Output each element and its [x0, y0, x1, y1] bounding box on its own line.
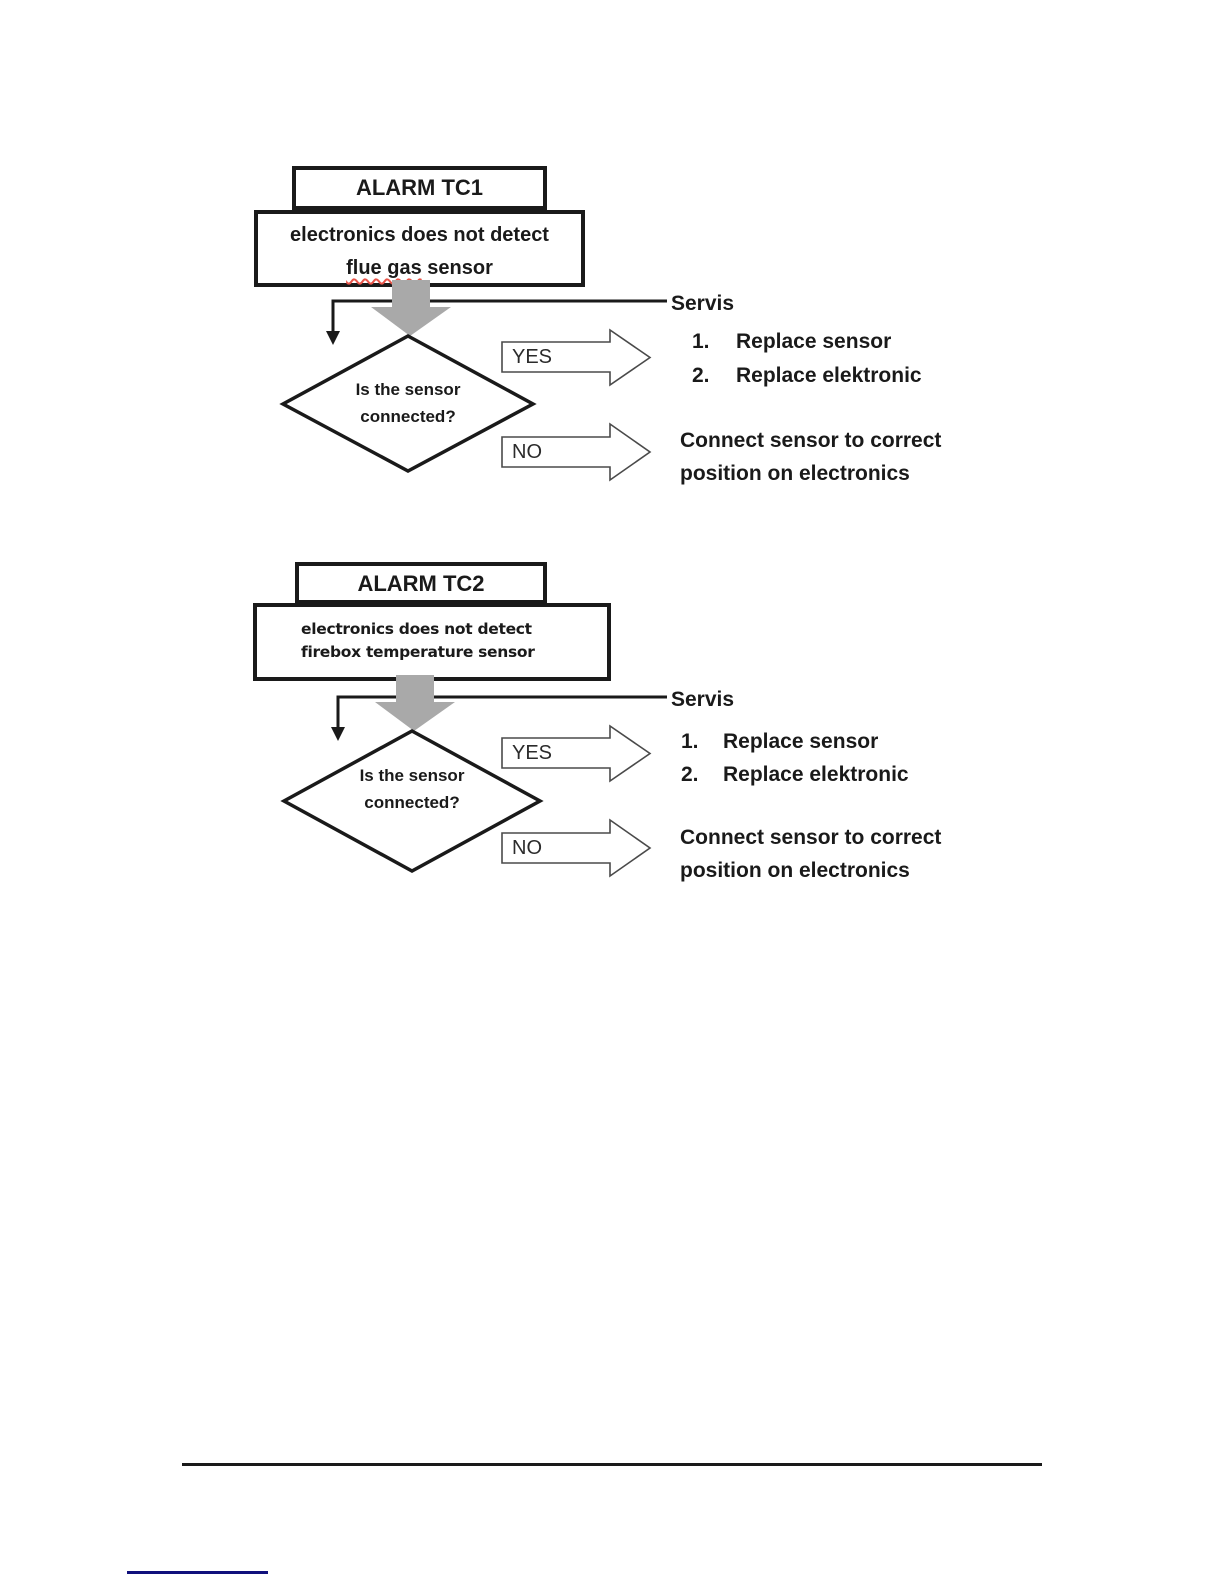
- list-item-text: Replace sensor: [723, 730, 879, 753]
- alarm-tc1-description-line2: flue gas sensor: [258, 252, 581, 285]
- no-action-line1: Connect sensor to correct: [680, 429, 942, 452]
- decision-question-line2: connected?: [364, 793, 460, 812]
- servis-list-tc2: 1. Replace sensor 2. Replace elektronic: [681, 725, 909, 791]
- list-item-text: Replace elektronic: [723, 763, 909, 786]
- decision-question-line2: connected?: [360, 407, 456, 426]
- servis-list-tc1: 1. Replace sensor 2. Replace elektronic: [692, 325, 922, 393]
- no-action-text-tc1: Connect sensor to correct position on el…: [680, 424, 941, 490]
- alarm-tc1-title-box: ALARM TC1: [292, 166, 547, 210]
- list-item-number: 2.: [692, 364, 710, 387]
- servis-heading-tc2: Servis: [671, 688, 735, 711]
- list-item: 2. Replace elektronic: [681, 758, 909, 791]
- yes-label-tc1: YES: [512, 346, 553, 368]
- description-line2-rest: firebox temperature sensor: [301, 643, 535, 661]
- down-arrowhead-tc2: [331, 727, 345, 741]
- list-item: 1. Replace sensor: [692, 325, 922, 359]
- connector-line-tc1: [331, 299, 667, 333]
- spellchecked-text: flue gas: [346, 257, 422, 279]
- alarm-tc2-description-box: electronics does not detect firebox temp…: [253, 603, 611, 681]
- no-action-text-tc2: Connect sensor to correct position on el…: [680, 821, 941, 887]
- list-item-number: 2.: [681, 763, 699, 786]
- alarm-tc1-description-box: electronics does not detect flue gas sen…: [254, 210, 585, 287]
- connector-line-tc2: [336, 695, 667, 729]
- down-arrowhead-tc1: [326, 331, 340, 345]
- list-item: 1. Replace sensor: [681, 725, 909, 758]
- alarm-tc2-title: ALARM TC2: [357, 571, 485, 596]
- alarm-tc1-title: ALARM TC1: [355, 175, 484, 200]
- alarm-tc1-description-line1: electronics does not detect: [290, 224, 549, 246]
- no-label-tc2: NO: [512, 837, 542, 859]
- list-item: 2. Replace elektronic: [692, 359, 922, 393]
- gray-down-arrow-tc1: [371, 280, 451, 336]
- list-item-number: 1.: [692, 330, 710, 353]
- footnote-rule: [127, 1571, 268, 1574]
- gray-down-arrow-tc2: [375, 675, 455, 731]
- list-item-text: Replace sensor: [736, 330, 892, 353]
- alarm-tc2-title-box: ALARM TC2: [295, 562, 547, 604]
- no-label-tc1: NO: [512, 441, 542, 463]
- decision-question-tc2: Is the sensor connected?: [284, 762, 540, 816]
- footer-rule: [182, 1463, 1042, 1466]
- alarm-tc2-description-line2: firebox temperature sensor: [257, 641, 607, 664]
- description-line2-rest: sensor: [421, 257, 493, 279]
- list-item-number: 1.: [681, 730, 699, 753]
- decision-question-line1: Is the sensor: [359, 766, 465, 785]
- no-action-line2: position on electronics: [680, 859, 910, 882]
- no-action-line2: position on electronics: [680, 462, 910, 485]
- no-action-line1: Connect sensor to correct: [680, 826, 942, 849]
- servis-heading-tc1: Servis: [671, 292, 735, 315]
- alarm-tc2-description-line1: electronics does not detect: [301, 620, 532, 638]
- yes-label-tc2: YES: [512, 742, 553, 764]
- list-item-text: Replace elektronic: [736, 364, 922, 387]
- decision-question-line1: Is the sensor: [355, 380, 461, 399]
- decision-question-tc1: Is the sensor connected?: [283, 376, 533, 430]
